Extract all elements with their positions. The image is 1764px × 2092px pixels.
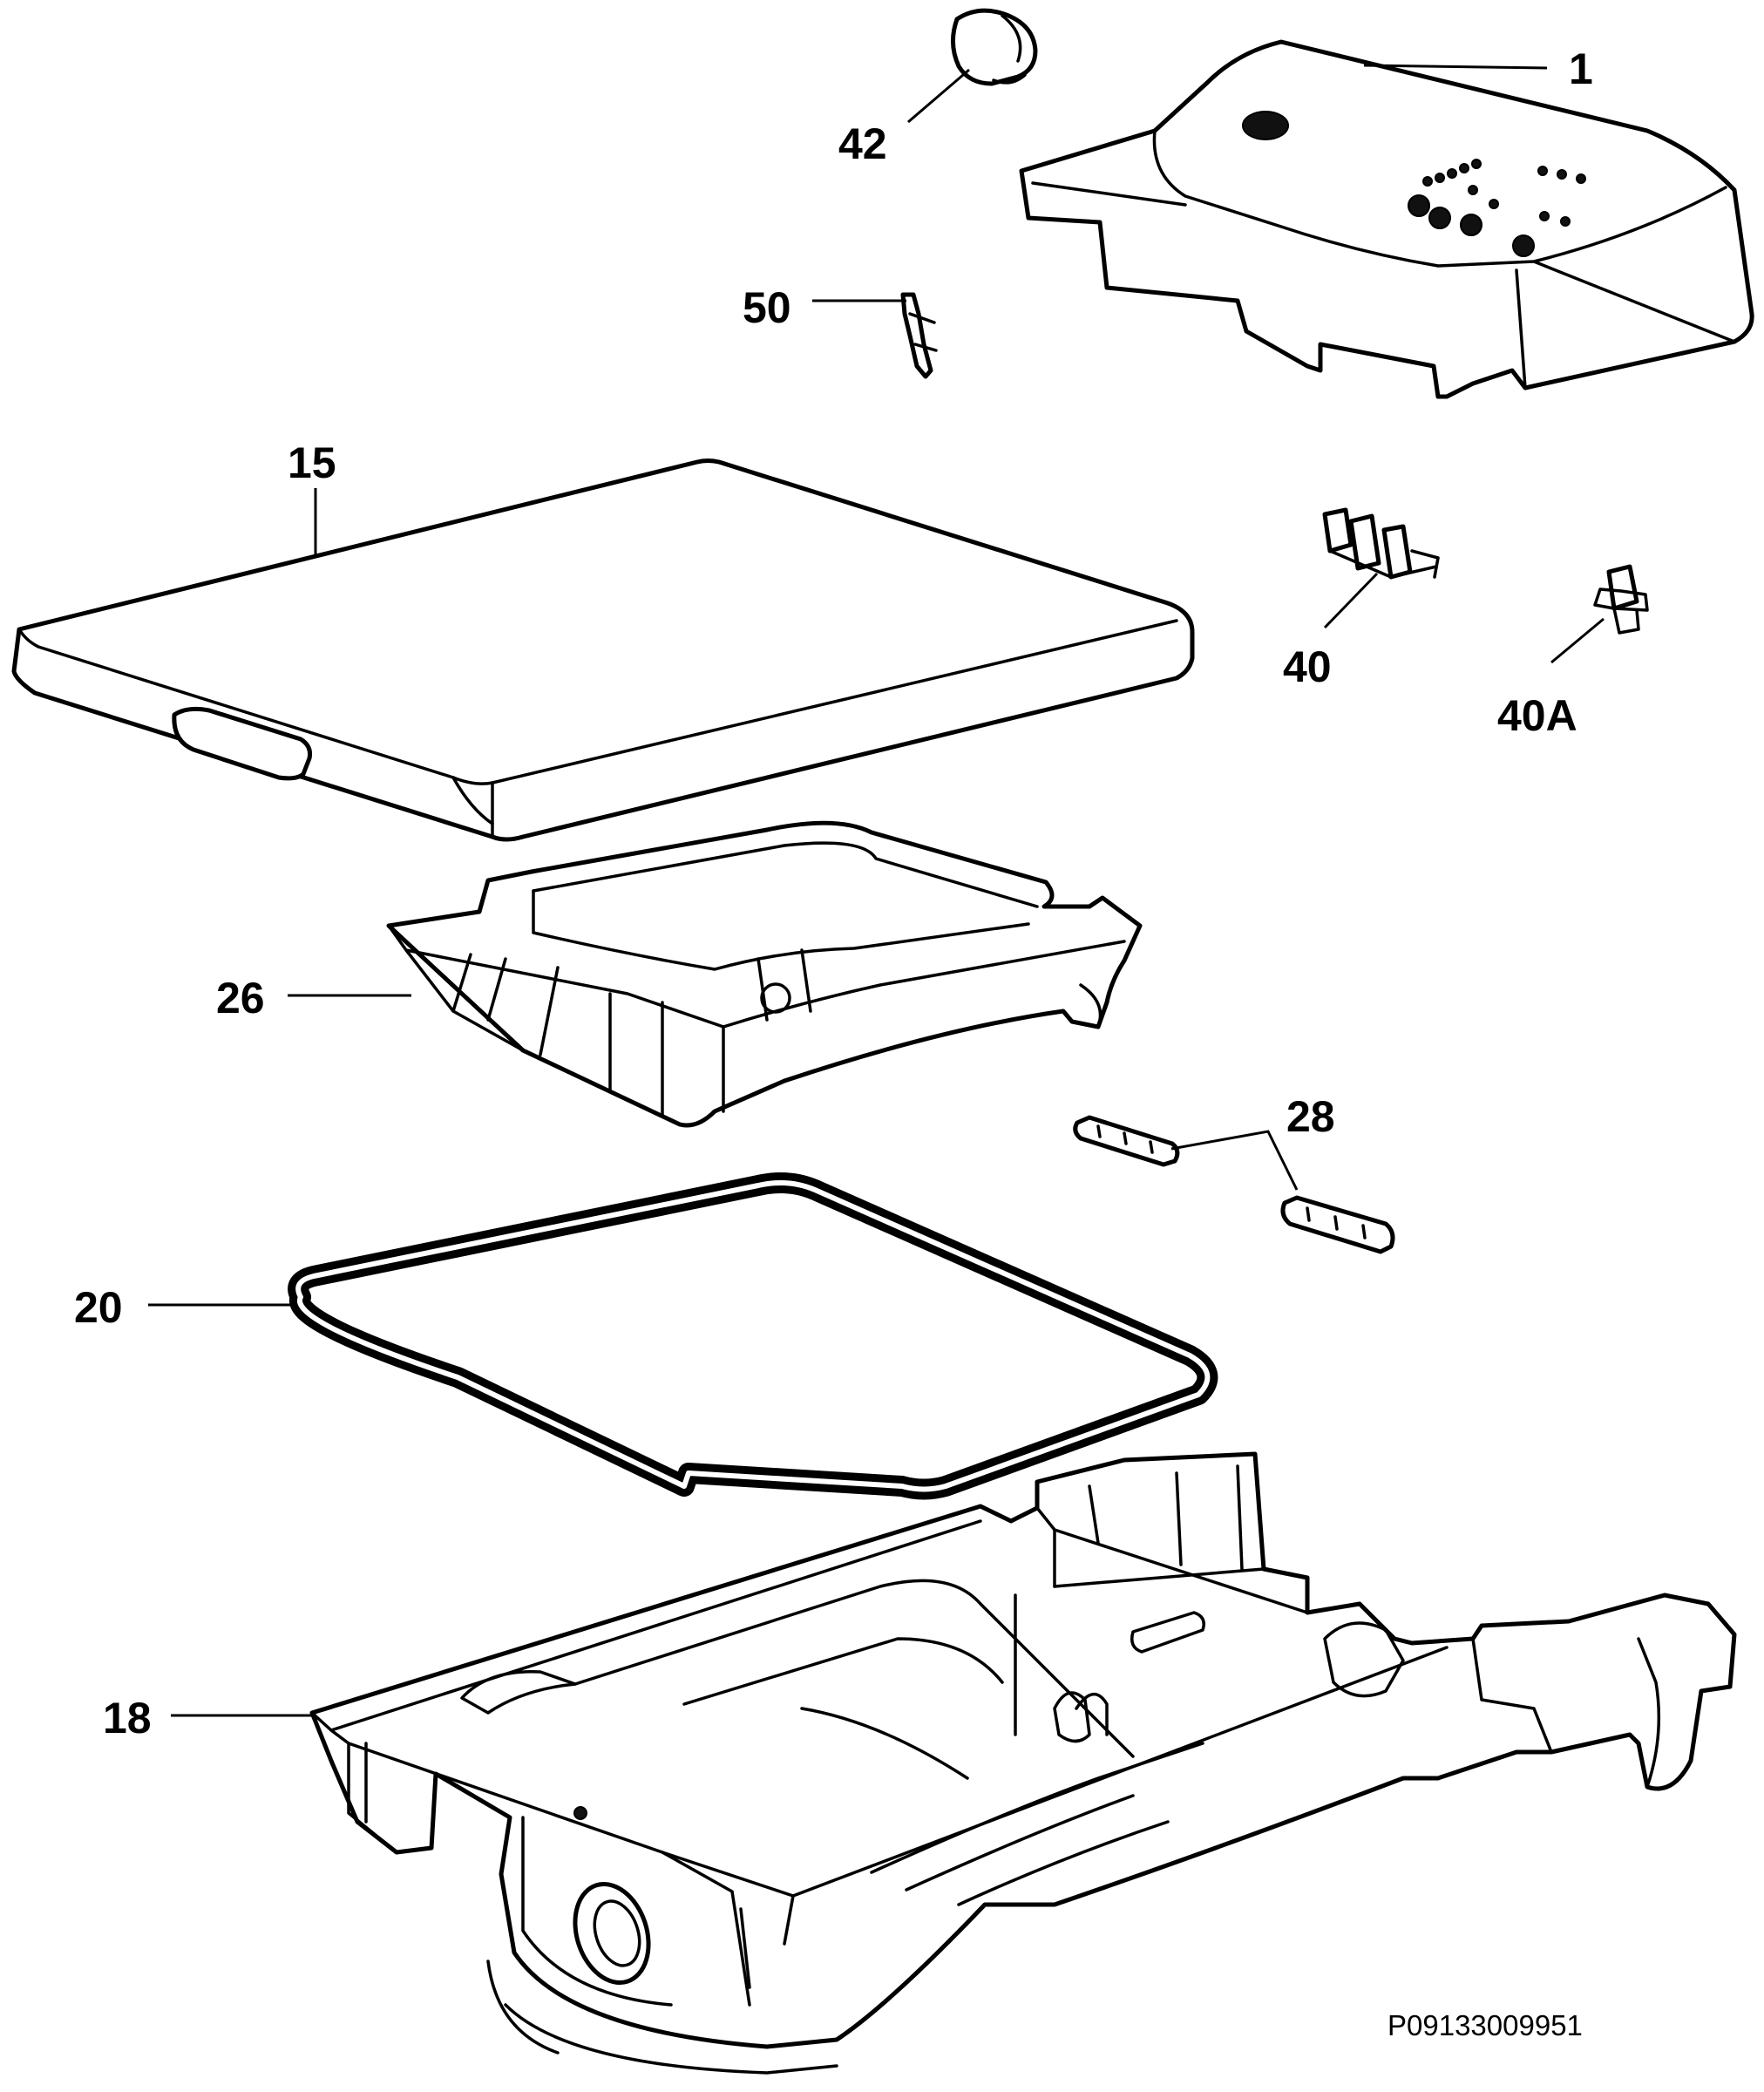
callout-20: 20: [74, 1283, 123, 1332]
seal-part[interactable]: [288, 1172, 1218, 1500]
knob-part[interactable]: [951, 8, 1038, 86]
callout-26: 26: [216, 974, 265, 1022]
callout-18: 18: [103, 1694, 152, 1742]
callout-40: 40: [1283, 642, 1332, 691]
hinge-pin-part[interactable]: [1280, 1195, 1395, 1254]
callout-42: 42: [838, 119, 887, 168]
switch-connector-part[interactable]: [1322, 507, 1440, 580]
callout-1: 1: [1569, 44, 1593, 93]
dispenser-drawer-part[interactable]: [386, 820, 1143, 1128]
callout-28: 28: [1286, 1092, 1335, 1141]
dispenser-housing-part[interactable]: [309, 1451, 1737, 2075]
lid-part[interactable]: [11, 458, 1195, 842]
pin-part[interactable]: [900, 292, 938, 379]
callout-50: 50: [743, 283, 791, 332]
hinge-pin-part[interactable]: [1073, 1115, 1180, 1167]
leader-lines: [148, 64, 1605, 1717]
drawing-code: P09133009951: [1387, 2009, 1583, 2041]
callout-40a: 40A: [1497, 691, 1577, 740]
callout-labels: 1 42 50 15 40 40A 26 28 20 18 P091330099…: [74, 44, 1593, 2041]
callout-15: 15: [288, 438, 336, 487]
control-panel-part[interactable]: [1019, 39, 1754, 399]
single-switch-part[interactable]: [1593, 564, 1649, 635]
